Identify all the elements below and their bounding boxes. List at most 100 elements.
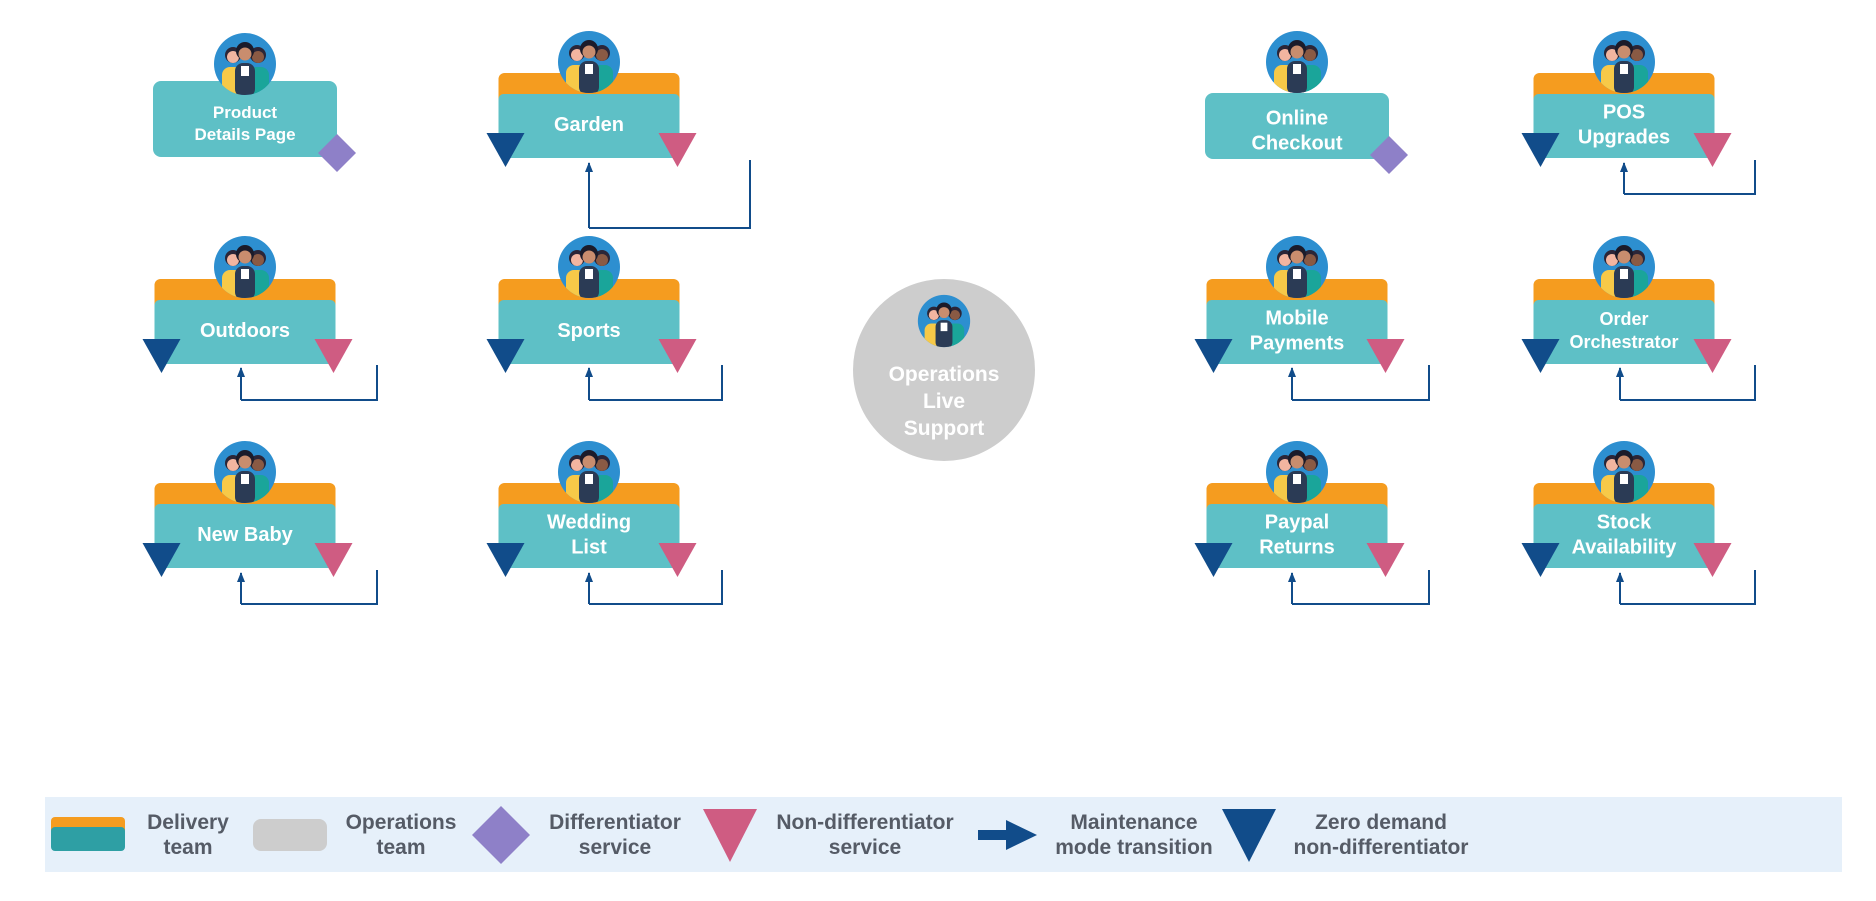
svg-text:non-differentiator: non-differentiator: [1294, 836, 1469, 859]
legend-delivery-line1: Delivery: [147, 811, 229, 834]
team-label-line: Mobile: [1265, 308, 1328, 330]
svg-text:service: service: [579, 836, 651, 859]
team-box: [1533, 504, 1715, 568]
maintenance-arrowhead-icon: [1288, 572, 1296, 582]
non-differentiator-triangle-icon: [314, 339, 353, 373]
legend-non-differentiator-line2: service: [829, 836, 901, 859]
team-label-line: Orchestrator: [1569, 332, 1678, 352]
svg-text:team: team: [376, 836, 425, 859]
team-box: [1206, 300, 1388, 364]
svg-text:Non-differentiator: Non-differentiator: [776, 811, 953, 834]
team-label-line: Product: [213, 103, 278, 122]
legend-zero-demand-line1: Zero demand: [1315, 811, 1447, 834]
team-label-line: Garden: [554, 114, 624, 136]
zero-demand-triangle-icon: [142, 543, 181, 577]
team-avatar-icon: [1266, 31, 1328, 95]
svg-text:Maintenance: Maintenance: [1070, 811, 1197, 834]
non-differentiator-triangle-icon: [1366, 339, 1405, 373]
svg-text:service: service: [829, 836, 901, 859]
non-differentiator-triangle-icon: [1693, 133, 1732, 167]
maintenance-loop-line: [589, 365, 723, 401]
maintenance-arrowhead-icon: [237, 572, 245, 582]
svg-text:Zero demand: Zero demand: [1315, 811, 1447, 834]
team-new-baby[interactable]: New Baby: [142, 441, 378, 605]
team-box: [1206, 504, 1388, 568]
svg-text:team: team: [163, 836, 212, 859]
zero-demand-triangle-icon: [1521, 339, 1560, 373]
non-differentiator-triangle-icon: [314, 543, 353, 577]
operations-label-line: Operations: [889, 363, 1000, 386]
pink-triangle-icon: [703, 809, 757, 862]
team-pos-upgrades[interactable]: POS Upgrades: [1521, 31, 1756, 195]
svg-text:Operations: Operations: [346, 811, 457, 834]
team-label-line: Paypal: [1265, 512, 1329, 534]
maintenance-arrowhead-icon: [585, 572, 593, 582]
team-sports[interactable]: Sports: [486, 236, 723, 401]
team-label-line: Order: [1599, 309, 1648, 329]
team-box: [154, 300, 336, 364]
team-box: [153, 81, 337, 157]
zero-demand-triangle-icon: [486, 543, 525, 577]
arrow-right-icon: [978, 820, 1037, 850]
team-label-line: Returns: [1259, 537, 1335, 559]
non-differentiator-triangle-icon: [1693, 543, 1732, 577]
legend-background: [45, 797, 1842, 872]
team-label-line: Availability: [1572, 537, 1678, 559]
team-label-line: Stock: [1597, 512, 1652, 534]
team-box: [498, 300, 680, 364]
maintenance-loop-line: [1292, 570, 1430, 605]
non-differentiator-triangle-icon: [658, 133, 697, 167]
team-label-line: Upgrades: [1578, 127, 1670, 149]
maintenance-loop-line: [241, 570, 378, 605]
team-label-line: POS: [1603, 102, 1645, 124]
team-label-line: New Baby: [197, 524, 293, 546]
operations-label-line: Support: [904, 417, 984, 440]
maintenance-loop-line: [241, 365, 378, 401]
zero-demand-triangle-icon: [1521, 543, 1560, 577]
non-differentiator-triangle-icon: [1366, 543, 1405, 577]
maintenance-arrowhead-icon: [585, 367, 593, 377]
svg-text:mode transition: mode transition: [1055, 836, 1213, 859]
zero-demand-triangle-icon: [1194, 543, 1233, 577]
zero-demand-triangle-icon: [1194, 339, 1233, 373]
team-box: [1533, 94, 1715, 158]
legend-operations-line2: team: [376, 836, 425, 859]
team-box: [1533, 300, 1715, 364]
legend-zero-demand-line2: non-differentiator: [1294, 836, 1469, 859]
maintenance-arrowhead-icon: [585, 162, 593, 172]
maintenance-loop-line: [1620, 570, 1756, 605]
maintenance-arrowhead-icon: [1288, 367, 1296, 377]
team-box: [498, 504, 680, 568]
svg-text:Delivery: Delivery: [147, 811, 229, 834]
non-differentiator-triangle-icon: [1693, 339, 1732, 373]
team-label-line: Details Page: [194, 125, 295, 144]
maintenance-loop-line: [1292, 365, 1430, 401]
maintenance-loop-line: [589, 570, 723, 605]
legend: Delivery team Operations team Differenti…: [45, 797, 1842, 872]
maintenance-loop-line: [1620, 365, 1756, 401]
team-label-line: Payments: [1250, 333, 1345, 355]
team-outdoors[interactable]: Outdoors: [142, 236, 378, 401]
zero-demand-triangle-icon: [486, 339, 525, 373]
team-label-line: Outdoors: [200, 320, 290, 342]
legend-differentiator-line2: service: [579, 836, 651, 859]
operations-label-line: Live: [923, 390, 965, 413]
team-garden[interactable]: Garden: [486, 31, 751, 229]
legend-differentiator-line1: Differentiator: [549, 811, 681, 834]
diamond-icon: [472, 806, 530, 864]
zero-demand-triangle-icon: [1521, 133, 1560, 167]
maintenance-arrowhead-icon: [1616, 572, 1624, 582]
team-label-line: List: [571, 537, 607, 559]
team-box: [1205, 93, 1389, 159]
